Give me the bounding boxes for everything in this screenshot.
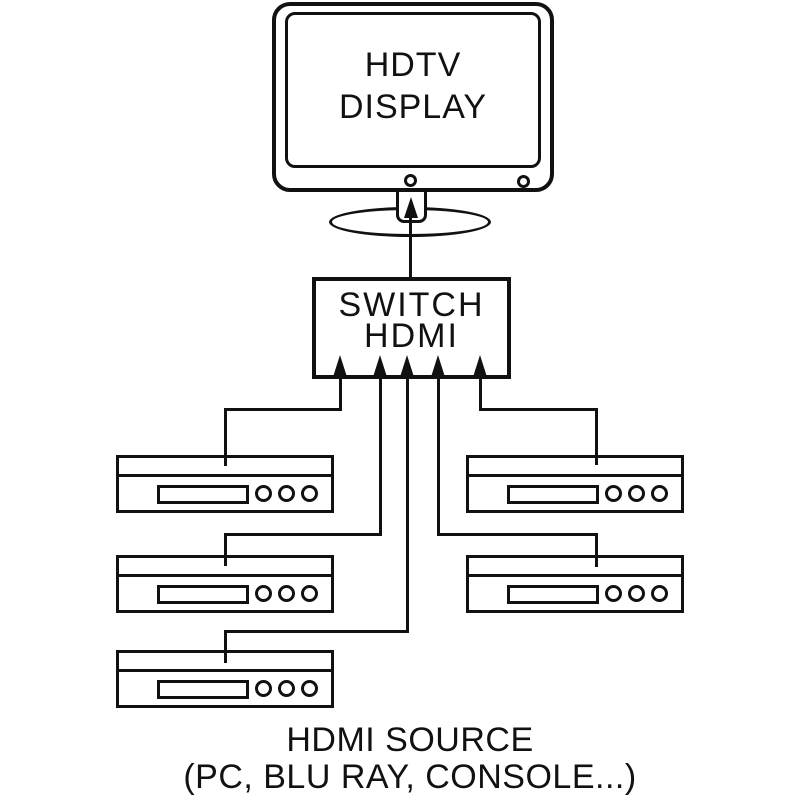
connector-source2-run bbox=[478, 408, 598, 411]
device-button-icon bbox=[278, 585, 295, 602]
connector-source5-riser bbox=[405, 372, 409, 633]
hdtv-display-screen: HDTV DISPLAY bbox=[285, 12, 541, 168]
switch-input-arrowhead-3-icon bbox=[400, 355, 414, 377]
hdmi-switch-label-line1: SWITCH bbox=[338, 286, 485, 324]
connector-source1-riser bbox=[338, 372, 342, 411]
device-button-icon bbox=[651, 485, 668, 502]
device-lid bbox=[119, 653, 331, 672]
device-button-icon bbox=[301, 680, 318, 697]
connector-switch-to-display bbox=[409, 213, 412, 279]
switch-input-arrowhead-5-icon bbox=[473, 355, 487, 377]
device-disc-tray bbox=[157, 585, 249, 604]
device-lid bbox=[469, 458, 681, 477]
device-button-icon bbox=[255, 485, 272, 502]
connector-source2-riser bbox=[478, 372, 482, 411]
device-disc-tray bbox=[507, 485, 599, 504]
device-button-icon bbox=[628, 585, 645, 602]
device-button-icon bbox=[628, 485, 645, 502]
connector-source4-drop bbox=[594, 533, 598, 567]
device-disc-tray bbox=[507, 585, 599, 604]
device-lid bbox=[469, 558, 681, 577]
device-button-icon bbox=[605, 585, 622, 602]
sources-caption-line2: (PC, BLU RAY, CONSOLE...) bbox=[183, 758, 637, 796]
source-device-4 bbox=[466, 555, 684, 613]
hdtv-display-label-line1: HDTV bbox=[364, 46, 462, 84]
display-input-arrowhead-icon bbox=[404, 197, 418, 218]
sources-caption-line1: HDMI SOURCE bbox=[286, 721, 534, 759]
device-button-icon bbox=[255, 585, 272, 602]
device-button-icon bbox=[301, 485, 318, 502]
source-device-2 bbox=[466, 455, 684, 513]
hdmi-switch-box: SWITCH HDMI bbox=[312, 277, 511, 379]
bezel-dot-right-icon bbox=[517, 175, 530, 188]
connector-source2-drop bbox=[594, 408, 598, 465]
connector-source4-riser bbox=[436, 372, 440, 536]
connector-source5-drop bbox=[223, 630, 227, 663]
hdtv-display-frame bbox=[272, 2, 554, 192]
device-lid bbox=[119, 458, 331, 477]
device-button-icon bbox=[278, 485, 295, 502]
hdmi-switch-label-line2: HDMI bbox=[364, 317, 459, 355]
hdmi-switch-label: SWITCH HDMI bbox=[338, 286, 485, 355]
connector-source1-drop bbox=[223, 408, 227, 466]
sources-caption: HDMI SOURCE (PC, BLU RAY, CONSOLE...) bbox=[0, 722, 800, 796]
connector-source1-run bbox=[223, 408, 342, 411]
device-button-icon bbox=[605, 485, 622, 502]
source-device-3 bbox=[116, 555, 334, 613]
switch-input-arrowhead-2-icon bbox=[373, 355, 387, 377]
connector-source3-run bbox=[223, 533, 382, 536]
connector-source5-run bbox=[223, 630, 409, 633]
connector-source4-run bbox=[436, 533, 598, 536]
hdtv-display-label-line2: DISPLAY bbox=[338, 88, 488, 126]
connector-source3-riser bbox=[378, 372, 382, 536]
device-disc-tray bbox=[157, 485, 249, 504]
bezel-dot-center-icon bbox=[404, 174, 417, 187]
device-button-icon bbox=[255, 680, 272, 697]
device-button-icon bbox=[651, 585, 668, 602]
switch-input-arrowhead-1-icon bbox=[333, 355, 347, 377]
device-button-icon bbox=[278, 680, 295, 697]
connector-source3-drop bbox=[223, 533, 227, 566]
device-lid bbox=[119, 558, 331, 577]
switch-input-arrowhead-4-icon bbox=[431, 355, 445, 377]
hdtv-display-label: HDTV DISPLAY bbox=[339, 44, 487, 128]
device-button-icon bbox=[301, 585, 318, 602]
device-disc-tray bbox=[157, 680, 249, 699]
